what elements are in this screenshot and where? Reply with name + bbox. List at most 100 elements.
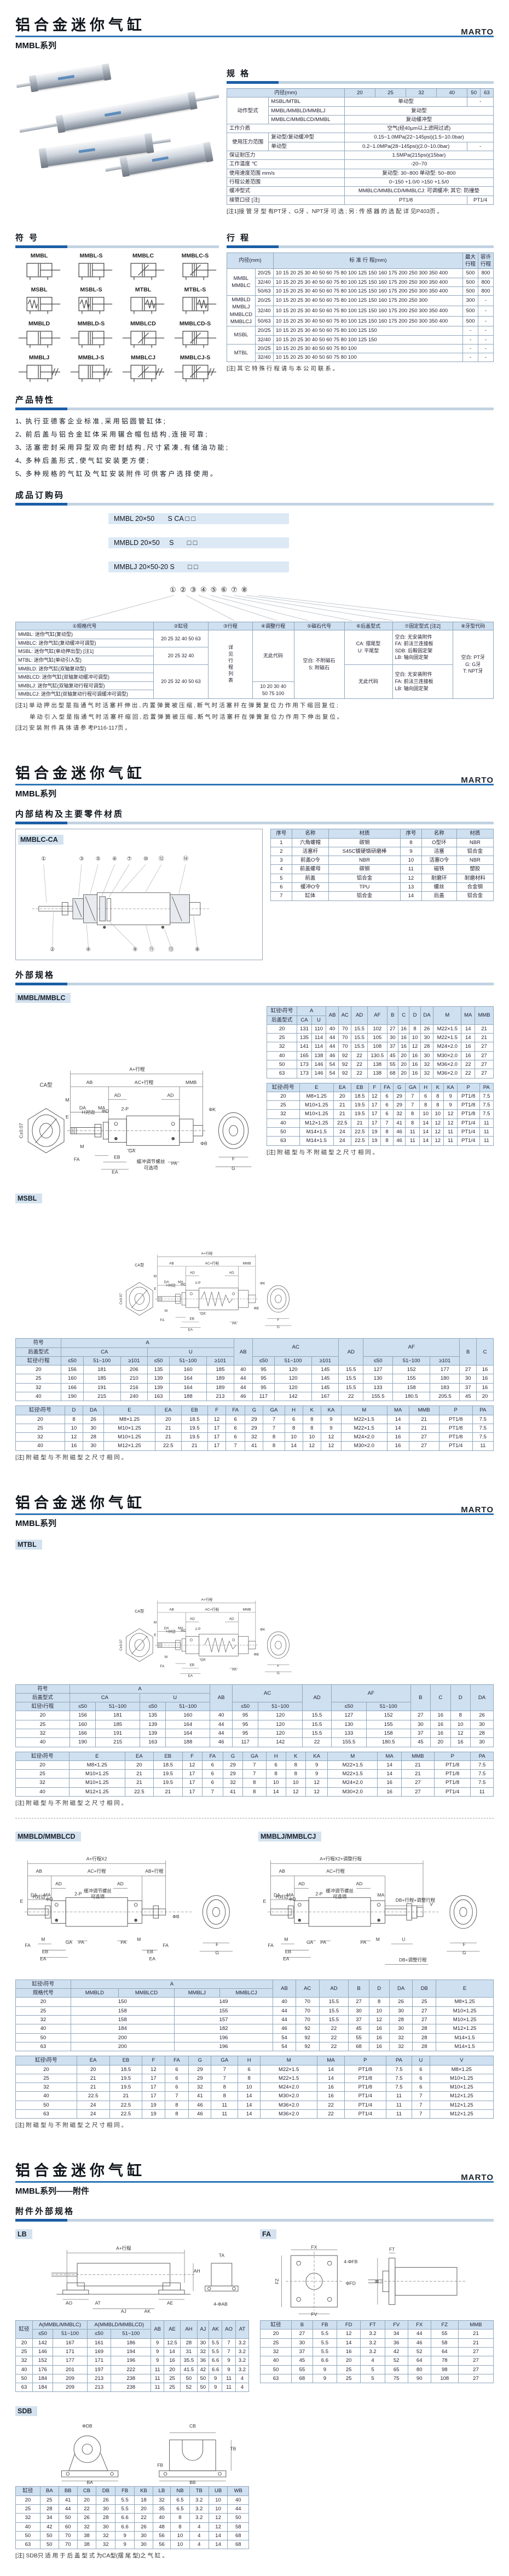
ordering-example-3: MMBLJ 20×50-20 S □ □ xyxy=(108,561,289,572)
table-cell: PT1/8 xyxy=(438,1423,473,1433)
table-cell: 8 xyxy=(238,2073,261,2084)
table-cell: 25 xyxy=(15,1769,70,1779)
table-cell: 42 xyxy=(196,2365,210,2374)
table-cell: 213 xyxy=(87,2383,112,2393)
table-cell: 22 xyxy=(351,1069,368,1078)
table-cell: 152 xyxy=(32,2356,53,2366)
table-cell: 35.5 xyxy=(180,2356,198,2366)
table-cell: 30 xyxy=(389,2024,413,2034)
table-cell: 20 xyxy=(77,2495,97,2505)
table-cell: 缸径 xyxy=(259,2320,292,2330)
dim-label: V xyxy=(430,1901,433,1907)
table-cell: 9 xyxy=(115,2531,135,2541)
ordering-digit: ⑦ xyxy=(230,585,241,594)
dim-label: E xyxy=(66,1114,69,1120)
cylinder-symbol-icon xyxy=(78,262,112,280)
table-cell: 40 xyxy=(152,2513,171,2523)
table-cell: 缸径 xyxy=(15,2486,41,2496)
table-cell: 耐磨环 xyxy=(421,873,457,883)
table-cell: 70 xyxy=(58,2531,78,2541)
table-cell: 27 xyxy=(410,1711,431,1720)
table-cell: 26 xyxy=(77,2513,97,2523)
table-cell: 12 xyxy=(182,1760,203,1770)
cylinder-symbol-icon xyxy=(122,330,164,348)
table-cell: 24 xyxy=(76,2100,110,2110)
table-cell: -20~70 xyxy=(344,159,494,169)
dim-label: M xyxy=(154,1275,157,1278)
table-cell: AB xyxy=(273,1979,296,1998)
table-cell: 7.5 xyxy=(479,1100,494,1110)
dim-label: 可选项 xyxy=(144,1164,158,1171)
table-cell: F xyxy=(368,1082,381,1092)
table-cell: 177 xyxy=(52,2356,88,2366)
table-cell: 32 xyxy=(420,1059,434,1070)
table-cell: 40 xyxy=(259,2356,292,2366)
table-cell: 5.5 xyxy=(312,2346,338,2357)
table-cell: 163 xyxy=(140,1737,166,1747)
table-cell: 65 xyxy=(384,2365,408,2374)
table-cell: 41 xyxy=(222,1787,244,1797)
table-cell: 92 xyxy=(295,2041,320,2052)
dim-label: MA xyxy=(178,1626,183,1630)
table-cell: 27 xyxy=(412,2006,437,2016)
table-cell: 32 xyxy=(96,2540,116,2550)
table-cell: PT1/8 xyxy=(456,1100,480,1110)
table-cell: 7.5 xyxy=(385,2082,413,2092)
dim-label: GA xyxy=(200,1312,206,1316)
table-cell: 222 xyxy=(111,2365,152,2374)
table-cell: 164 xyxy=(165,1728,211,1739)
table-cell: F xyxy=(142,2056,165,2066)
table-cell: 12 xyxy=(450,1728,471,1739)
table-cell: 12 xyxy=(208,2522,228,2532)
table-cell: 空白: 不附磁石 S: 附磁石 xyxy=(293,630,345,699)
table-cell: 17 xyxy=(142,2082,165,2092)
table-cell: 22 xyxy=(461,1059,476,1070)
dim-label: M xyxy=(65,1097,69,1103)
table-cell: 16 xyxy=(397,1033,410,1043)
dim-label: A+行程 xyxy=(201,1251,213,1256)
table-cell: 16 xyxy=(377,1778,402,1788)
series-subtitle: MMBL系列 xyxy=(15,1518,56,1528)
table-cell: 16 xyxy=(476,1382,494,1392)
table-cell: 25 xyxy=(374,88,407,98)
table-cell: M12×1.25 xyxy=(103,1441,155,1451)
table-cell: 12 xyxy=(368,1091,381,1101)
table-cell: 0.15~1.0MPa(22~145psi)(1.5~10.0bar) xyxy=(344,133,494,142)
table-cell: 32 xyxy=(15,1778,70,1788)
table-cell: 25 xyxy=(15,1423,65,1433)
table-cell: 21 xyxy=(154,1432,182,1442)
table-cell: PT1/4 xyxy=(467,195,494,205)
table-cell: 19.5 xyxy=(109,2073,143,2084)
section-bar xyxy=(15,407,494,410)
table-cell: 22.5 xyxy=(333,1118,351,1128)
section-symbol: 符 号 xyxy=(15,232,219,248)
section-external: 外部规格 xyxy=(15,969,494,986)
lb-chip: LB xyxy=(15,2229,32,2240)
table-cell: MMB xyxy=(401,1751,435,1761)
table-header-row: 内径(mm)标 准 行 程(mm)最大 行程容许 行程 xyxy=(227,252,494,269)
dim-label: C±0.07 xyxy=(19,1123,24,1138)
table-cell: MMBLD xyxy=(70,1988,119,1998)
dim-label: FA xyxy=(160,1318,165,1322)
table-cell: 3.2 xyxy=(235,2346,250,2357)
dim-label: AD xyxy=(298,1881,305,1886)
dim-label: E xyxy=(154,1633,157,1637)
table-cell: 22 xyxy=(351,1059,368,1070)
table-cell: 12 xyxy=(64,1432,84,1442)
table-cell: CA xyxy=(61,1347,148,1357)
table-cell: 缸径\符号 xyxy=(15,1405,65,1415)
table-cell: 29 xyxy=(188,2073,212,2084)
table-cell: 8 xyxy=(368,1997,390,2007)
table-cell: M22×1.5 xyxy=(341,1414,387,1424)
table-cell: 70 xyxy=(338,1033,352,1043)
dim-label: AB xyxy=(36,1868,43,1874)
table-cell: MMBLJ xyxy=(173,1988,220,1998)
